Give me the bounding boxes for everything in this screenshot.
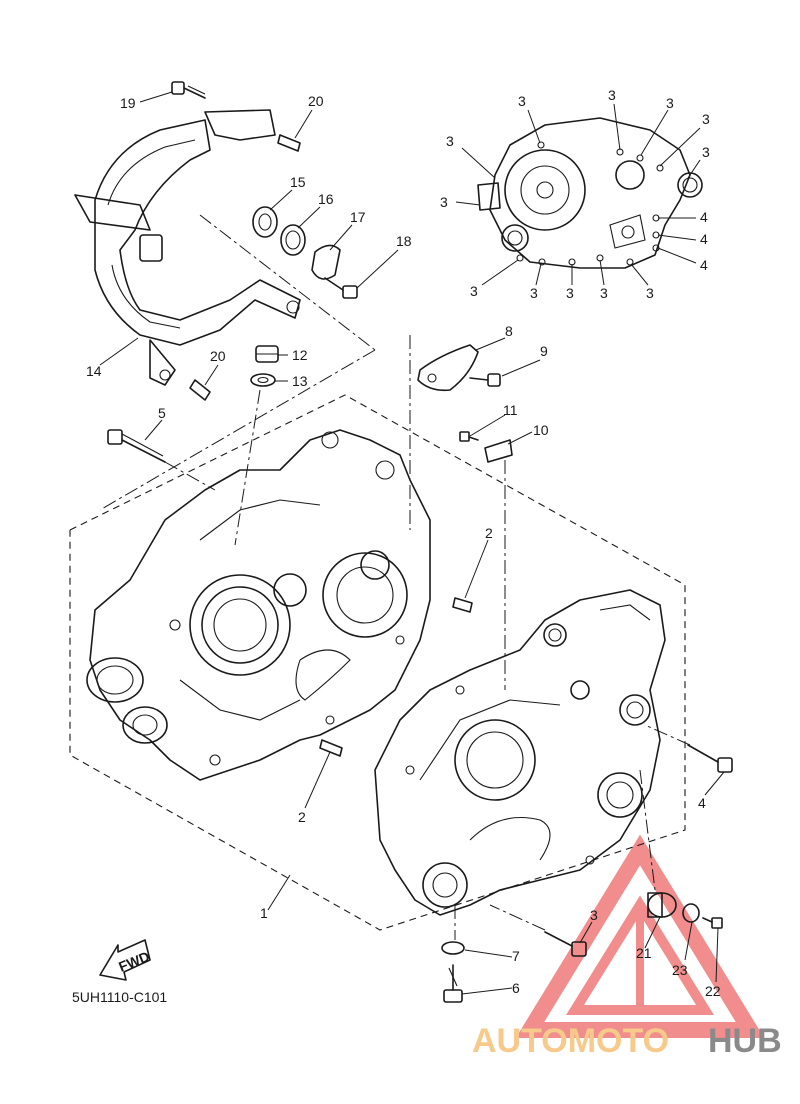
bolt-part-6 — [443, 964, 463, 1003]
crankcase-assembly-outline — [69, 394, 686, 931]
diagram-part-code: 5UH1110-C101 — [72, 989, 167, 1005]
callout-4: 4 — [700, 209, 708, 225]
callout-21: 21 — [636, 945, 652, 961]
callout-14: 14 — [86, 363, 102, 379]
callout-20: 20 — [210, 348, 226, 364]
callout-19: 19 — [120, 95, 136, 111]
dowel-pin-part-2b — [319, 739, 343, 757]
callout-11: 11 — [503, 402, 518, 418]
bolt-part-9 — [469, 373, 501, 387]
screw-part-11 — [459, 431, 479, 442]
assembly-lines — [99, 214, 691, 940]
callout-16: 16 — [318, 191, 334, 207]
bolt-part-22 — [702, 917, 723, 929]
crankcase-cover-part — [74, 109, 301, 386]
callout-9: 9 — [540, 343, 548, 359]
callout-3: 3 — [600, 285, 608, 301]
callout-6: 6 — [512, 980, 520, 996]
callout-3: 3 — [608, 87, 616, 103]
callout-3: 3 — [470, 283, 478, 299]
callout-17: 17 — [350, 209, 366, 225]
callout-12: 12 — [292, 347, 308, 363]
dowel-pin-part-20b — [189, 379, 211, 401]
callout-labels: 1 2 2 3 4 5 6 7 8 9 10 11 12 13 14 15 16… — [86, 87, 721, 999]
callout-4: 4 — [700, 231, 708, 247]
callout-3: 3 — [566, 285, 574, 301]
callout-8: 8 — [505, 323, 513, 339]
callout-10: 10 — [533, 422, 549, 438]
washer-part-13 — [250, 373, 276, 387]
cap-part-21 — [647, 892, 677, 918]
callout-4: 4 — [700, 257, 708, 273]
callout-13: 13 — [292, 373, 308, 389]
bracket-part-8 — [417, 344, 479, 392]
dowel-pin-part-2a — [452, 597, 473, 613]
crankcase-bolt-locations-detail — [477, 117, 703, 269]
callout-3: 3 — [518, 93, 526, 109]
dowel-pin-part-20a — [277, 134, 301, 152]
callout-3: 3 — [702, 111, 710, 127]
callout-7: 7 — [512, 948, 520, 964]
callout-5: 5 — [158, 405, 166, 421]
leader-lines — [99, 91, 725, 995]
watermark-text-a: AUTOMOTO — [472, 1022, 669, 1060]
watermark-text-b: HUB — [708, 1022, 782, 1060]
callout-2: 2 — [485, 525, 493, 541]
bolt-part-19 — [171, 81, 206, 99]
callout-1: 1 — [260, 905, 268, 921]
callout-22: 22 — [705, 983, 721, 999]
callout-18: 18 — [396, 233, 412, 249]
callout-15: 15 — [290, 174, 306, 190]
callout-20: 20 — [308, 93, 324, 109]
bolt-part-4 — [687, 744, 733, 773]
callout-4: 4 — [698, 795, 706, 811]
fwd-label: FWD — [116, 948, 152, 975]
bolt-part-3 — [544, 931, 587, 957]
bearing-part-15 — [252, 206, 278, 238]
watermark-logo-icon — [515, 834, 765, 1038]
callout-3: 3 — [666, 95, 674, 111]
callout-3: 3 — [440, 194, 448, 210]
washer-part-23 — [682, 903, 700, 923]
watermark-text: AUTOMOTO HUB — [472, 1022, 782, 1060]
callout-23: 23 — [672, 962, 688, 978]
fwd-arrow-icon: FWD — [99, 939, 152, 981]
oil-seal-part-16 — [280, 224, 306, 256]
washer-part-7 — [441, 941, 465, 955]
callout-3: 3 — [530, 285, 538, 301]
right-crankcase-half — [374, 589, 666, 916]
drain-plug-part-12 — [255, 345, 279, 363]
callout-3: 3 — [446, 133, 454, 149]
clamp-part-10 — [484, 439, 513, 463]
callout-3: 3 — [646, 285, 654, 301]
left-crankcase-half — [86, 429, 431, 781]
bolt-part-18 — [324, 277, 358, 299]
plate-part-17 — [311, 244, 341, 280]
callout-3: 3 — [590, 907, 598, 923]
callout-3: 3 — [702, 144, 710, 160]
bolt-part-5 — [107, 429, 166, 463]
callout-2: 2 — [298, 809, 306, 825]
